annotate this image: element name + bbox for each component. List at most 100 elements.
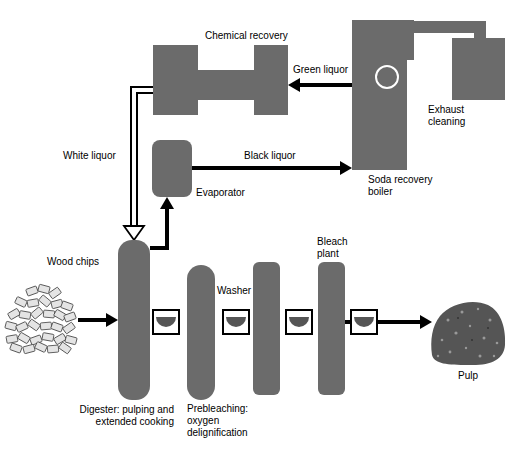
node-label: Pulp <box>458 370 478 382</box>
washer-drum <box>351 310 377 334</box>
wood-chips-pile <box>64 312 77 322</box>
boiler-unit-shape <box>352 15 414 170</box>
flow-arrow <box>288 78 352 92</box>
node-label: Chemical recovery <box>205 30 288 42</box>
node-label: Digester: pulping and extended cooking <box>50 404 174 428</box>
washer-drum <box>223 310 249 334</box>
arrow-head <box>124 226 144 240</box>
recovery-unit: Chemical recovery <box>150 28 310 120</box>
wood-chips-pile <box>58 342 71 354</box>
node-label: Wood chips <box>47 256 99 268</box>
arrow-head <box>340 161 352 175</box>
node-label: Exhaust cleaning <box>428 104 478 128</box>
flow-arrow <box>192 161 352 175</box>
arrow-head <box>160 197 174 209</box>
pulp-pile <box>479 355 482 358</box>
flow-line <box>78 318 106 322</box>
exhaust-unit-shape <box>452 38 505 100</box>
flow-line <box>192 166 340 170</box>
pulp-pile <box>477 308 479 310</box>
flow-arrow <box>150 197 174 248</box>
wood-chips-shape <box>5 283 78 353</box>
wood-chips-pile <box>51 322 64 332</box>
wood-chips-pile <box>62 322 75 334</box>
washer-drum <box>153 310 179 334</box>
digester-vessel: Digester: pulping and extended cooking <box>50 238 178 438</box>
evaporator-unit: Evaporator <box>150 138 265 203</box>
wood-chips-pile <box>61 301 74 311</box>
wood-chips-pile <box>6 335 18 344</box>
boiler-unit-outline <box>352 15 414 170</box>
wood-chips-pile <box>31 307 44 319</box>
recovery-outline <box>153 45 288 115</box>
node-label: Prebleaching: oxygen delignification <box>187 403 272 439</box>
digester-vessel-shape <box>118 240 150 400</box>
liquor-pipe <box>124 90 153 240</box>
washer-drum <box>286 310 312 334</box>
pulp-pile <box>431 302 505 365</box>
pulp-pile <box>431 302 505 365</box>
edge-label: White liquor <box>62 150 117 162</box>
wood-chips-pile <box>19 311 31 320</box>
bleach-tower: Bleach plant <box>310 233 353 398</box>
wood-chips-pile <box>17 332 30 344</box>
wood-chips-pile <box>16 322 29 333</box>
prebleach-tower-shape <box>187 265 215 400</box>
pulp-pile <box>457 317 459 319</box>
wood-chips-pile <box>15 297 28 308</box>
wood-chips-pile <box>10 343 23 353</box>
wood-chips-pile <box>38 284 50 294</box>
wood-chips-pile <box>27 299 39 308</box>
pulp-pile <box>441 339 444 342</box>
liquor-pipe <box>134 90 153 226</box>
exhaust-duct <box>414 27 480 38</box>
pulp-shape <box>432 300 505 365</box>
wood-chips-pile <box>65 335 77 345</box>
pulp-pile <box>465 347 467 349</box>
pulp-pile <box>437 355 439 357</box>
wood-chips-pile <box>47 345 59 353</box>
pulp-pile <box>461 311 464 314</box>
wood-chips: Wood chips <box>5 254 110 354</box>
flow-line <box>300 83 352 87</box>
bleach-tower-shape <box>318 262 345 395</box>
pulp-pile <box>469 325 471 327</box>
wood-chips-pile <box>35 342 48 353</box>
wood-chips-pile <box>39 295 52 307</box>
wood-chips-pile <box>23 344 35 354</box>
evaporator-unit-shape <box>152 140 192 197</box>
pulp-pile <box>489 319 492 322</box>
pulp-pile <box>471 339 473 341</box>
washer-drum-outline <box>222 309 250 335</box>
node-label: Evaporator <box>196 187 245 199</box>
pulp-pile <box>493 355 495 357</box>
edge-label: Black liquor <box>243 150 297 162</box>
wood-chips-pile <box>27 319 40 331</box>
exhaust-unit: Exhaust cleaning <box>425 36 507 128</box>
pulp-pile <box>447 319 450 322</box>
washer-drum <box>351 310 377 334</box>
wood-chips-pile <box>42 333 54 342</box>
exhaust-duct <box>414 27 480 38</box>
pulp: Pulp <box>425 298 510 388</box>
washer-drum <box>226 317 246 327</box>
recovery-unit-outline <box>153 45 288 115</box>
wood-chips-pile <box>43 310 55 318</box>
prebleach-tower: Prebleaching: oxygen delignification <box>186 263 274 441</box>
boiler-drum <box>376 66 398 88</box>
arrow-head <box>106 313 118 327</box>
arrow-head <box>288 78 300 92</box>
arrow-head <box>420 315 432 329</box>
pulp-pile <box>487 327 489 329</box>
node-label: Soda recovery boiler <box>368 174 443 198</box>
liquor-pipe <box>134 90 153 226</box>
flow-arrow <box>78 313 118 327</box>
wood-chips-pile <box>48 287 61 299</box>
boiler-outline <box>352 20 414 170</box>
node-label: Washer <box>217 285 251 297</box>
pulp-pile <box>496 342 499 345</box>
wood-chips-pile <box>5 284 77 354</box>
edge-label: Green liquor <box>292 64 349 76</box>
washer-drum-shape <box>222 309 250 335</box>
wood-chips-pile <box>5 321 17 331</box>
